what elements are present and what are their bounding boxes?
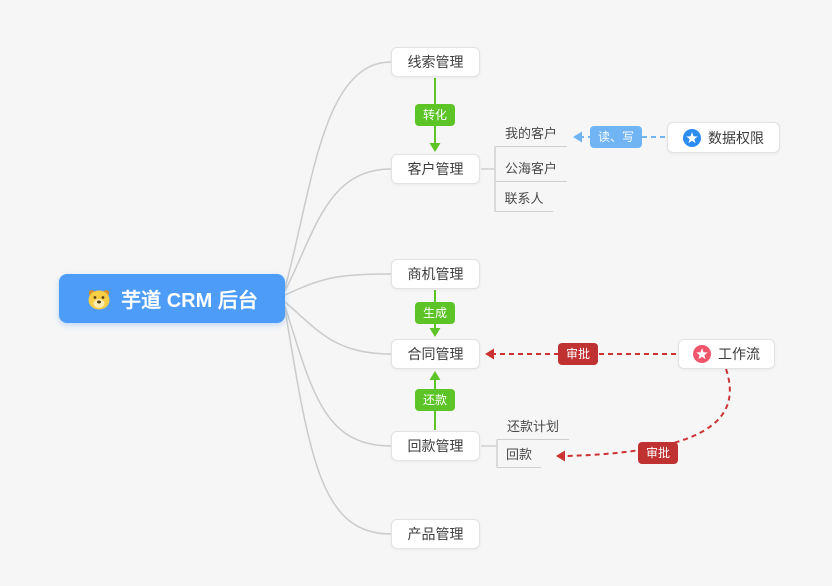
node-leads[interactable]: 线索管理 <box>391 47 480 77</box>
bracket-receivables-children <box>481 439 498 468</box>
node-opportunities-label: 商机管理 <box>407 266 464 282</box>
node-customers-label: 客户管理 <box>407 161 464 177</box>
edge-label-convert[interactable]: 转化 <box>414 104 456 126</box>
branch-opportunities <box>284 273 392 296</box>
edge-approve-receivable-arrow <box>556 368 731 462</box>
node-leads-label: 线索管理 <box>407 54 464 70</box>
edge-read-write-arrow <box>573 131 665 143</box>
branch-receivables <box>284 305 392 447</box>
node-products-label: 产品管理 <box>407 526 464 542</box>
edge-label-read-write[interactable]: 读、写 <box>589 126 643 148</box>
node-receivables[interactable]: 回款管理 <box>391 431 480 461</box>
edge-label-repay[interactable]: 还款 <box>414 389 456 411</box>
branch-leads <box>284 61 392 289</box>
child-label-text: 联系人 <box>504 191 544 206</box>
child-label-my-customers[interactable]: 我的客户 <box>495 126 567 147</box>
edge-label-approve-contract[interactable]: 审批 <box>557 343 599 365</box>
node-receivables-label: 回款管理 <box>407 438 464 454</box>
child-label-repayment-plan[interactable]: 还款计划 <box>497 419 569 440</box>
root-node-crm-backend[interactable]: 芋道 CRM 后台 <box>59 274 285 323</box>
node-data-permission-label: 数据权限 <box>708 129 764 146</box>
edge-label-generate[interactable]: 生成 <box>414 302 456 324</box>
child-label-text: 回款 <box>505 447 532 462</box>
child-label-text: 公海客户 <box>504 161 557 176</box>
dog-emoji-icon <box>86 287 112 311</box>
node-workflow-label: 工作流 <box>718 346 760 362</box>
edge-label-approve-receivable[interactable]: 审批 <box>637 442 679 464</box>
branch-customers <box>284 168 392 292</box>
root-node-label: 芋道 CRM 后台 <box>121 290 258 312</box>
node-contracts[interactable]: 合同管理 <box>391 339 480 369</box>
bracket-customers-children <box>481 146 496 212</box>
branch-contracts <box>284 301 392 355</box>
node-data-permission[interactable]: 数据权限 <box>667 122 780 153</box>
child-label-public-customers[interactable]: 公海客户 <box>495 161 567 182</box>
star-icon <box>693 345 711 363</box>
child-label-text: 我的客户 <box>504 126 557 141</box>
branch-products <box>284 308 392 535</box>
child-label-contacts[interactable]: 联系人 <box>495 191 553 212</box>
child-label-receivable[interactable]: 回款 <box>497 447 541 468</box>
node-workflow[interactable]: 工作流 <box>678 339 775 369</box>
node-opportunities[interactable]: 商机管理 <box>391 259 480 289</box>
node-products[interactable]: 产品管理 <box>391 519 480 549</box>
star-icon <box>683 128 701 147</box>
child-label-text: 还款计划 <box>506 419 559 434</box>
node-contracts-label: 合同管理 <box>407 346 464 362</box>
node-customers[interactable]: 客户管理 <box>391 154 480 184</box>
